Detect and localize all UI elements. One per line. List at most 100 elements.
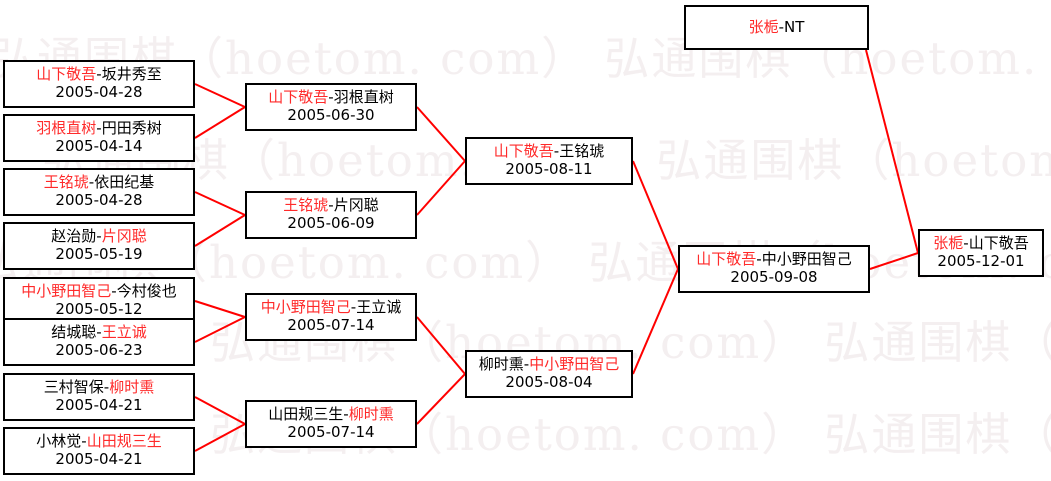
player-winner: 山下敬吾 bbox=[36, 65, 97, 84]
match-date: 2005-12-01 bbox=[937, 252, 1025, 270]
player-separator: - bbox=[103, 378, 110, 397]
player-loser: 赵治勋 bbox=[51, 227, 97, 246]
match-players: 山下敬吾-王铭琥 bbox=[494, 142, 605, 161]
player-winner: 王铭琥 bbox=[43, 173, 89, 192]
player-loser: 三村智保 bbox=[43, 378, 104, 397]
match-date: 2005-04-14 bbox=[55, 137, 143, 155]
player-separator: - bbox=[111, 282, 117, 301]
match-players: 王铭琥-片冈聪 bbox=[283, 196, 378, 215]
bracket-connector bbox=[194, 423, 246, 452]
player-loser: 羽根直树 bbox=[333, 88, 394, 107]
player-loser: 柳时熏 bbox=[478, 355, 524, 374]
player-winner: 片冈聪 bbox=[101, 227, 147, 246]
player-winner: 中小野田智己 bbox=[529, 355, 620, 374]
match-players: 张栀-NT bbox=[748, 17, 805, 37]
match-date: 2005-05-12 bbox=[55, 300, 143, 318]
player-separator: - bbox=[81, 432, 87, 451]
bracket-connector bbox=[416, 373, 466, 425]
bracket-connector bbox=[416, 160, 466, 216]
match-date: 2005-07-14 bbox=[287, 316, 375, 334]
match-date: 2005-06-30 bbox=[287, 106, 375, 124]
player-winner: 张栀 bbox=[748, 17, 779, 36]
player-winner: 山下敬吾 bbox=[268, 88, 329, 107]
bracket-connector bbox=[194, 316, 246, 343]
match-date: 2005-09-08 bbox=[730, 268, 818, 286]
match-date: 2005-08-11 bbox=[505, 160, 593, 178]
bracket-connector bbox=[632, 268, 679, 375]
player-separator: - bbox=[523, 355, 530, 374]
match-date: 2005-05-19 bbox=[55, 245, 143, 263]
player-winner: 柳时熏 bbox=[348, 405, 394, 424]
match-box[interactable]: 张栀-NT bbox=[684, 5, 869, 50]
match-players: 山下敬吾-坂井秀至 bbox=[36, 65, 162, 84]
player-winner: 羽根直树 bbox=[36, 119, 97, 138]
match-date: 2005-08-04 bbox=[505, 373, 593, 391]
match-players: 小林觉-山田规三生 bbox=[36, 432, 161, 451]
player-separator: - bbox=[553, 142, 560, 161]
match-players: 结城聪-王立诚 bbox=[51, 323, 147, 342]
match-date: 2005-04-28 bbox=[55, 191, 143, 209]
player-winner: 柳时熏 bbox=[109, 378, 155, 397]
match-date: 2005-06-09 bbox=[287, 214, 375, 232]
player-separator: - bbox=[343, 405, 349, 424]
bracket-connector bbox=[869, 252, 919, 270]
bracket-connector bbox=[632, 160, 679, 270]
match-date: 2005-04-21 bbox=[55, 396, 143, 414]
player-loser: 结城聪 bbox=[51, 323, 97, 342]
player-separator: - bbox=[96, 65, 102, 84]
bracket-connector bbox=[194, 300, 246, 318]
player-loser: 中小野田智己 bbox=[761, 250, 852, 269]
bracket-connector bbox=[194, 214, 246, 247]
player-separator: - bbox=[328, 196, 334, 215]
match-players: 山田规三生-柳时熏 bbox=[268, 405, 394, 424]
player-separator: - bbox=[778, 17, 785, 36]
player-separator: - bbox=[96, 323, 102, 342]
player-separator: - bbox=[96, 119, 102, 138]
match-players: 赵治勋-片冈聪 bbox=[51, 227, 147, 246]
player-separator: - bbox=[963, 234, 969, 253]
player-loser: 今村俊也 bbox=[116, 282, 177, 301]
player-separator: - bbox=[350, 298, 357, 317]
player-separator: - bbox=[96, 227, 102, 246]
player-loser: 王铭琥 bbox=[559, 142, 605, 161]
match-players: 山下敬吾-中小野田智己 bbox=[696, 250, 852, 269]
match-players: 山下敬吾-羽根直树 bbox=[268, 88, 394, 107]
match-date: 2005-04-21 bbox=[55, 450, 143, 468]
bracket-connector bbox=[416, 316, 466, 375]
player-loser: 依田纪基 bbox=[94, 173, 155, 192]
player-separator: - bbox=[328, 88, 334, 107]
bracket-connector bbox=[194, 83, 246, 108]
player-winner: 山下敬吾 bbox=[696, 250, 757, 269]
match-players: 中小野田智己-王立诚 bbox=[261, 298, 401, 317]
player-loser: 山田规三生 bbox=[268, 405, 344, 424]
match-date: 2005-07-14 bbox=[287, 423, 375, 441]
bracket-connector bbox=[194, 106, 246, 139]
match-players: 三村智保-柳时熏 bbox=[43, 378, 155, 397]
player-loser: 円田秀树 bbox=[101, 119, 162, 138]
player-separator: - bbox=[88, 173, 95, 192]
player-winner: 王铭琥 bbox=[283, 196, 329, 215]
player-winner: 王立诚 bbox=[101, 323, 147, 342]
player-winner: 张栀 bbox=[933, 234, 964, 253]
bracket-connector bbox=[194, 396, 246, 425]
player-winner: 中小野田智己 bbox=[21, 282, 112, 301]
player-loser: 坂井秀至 bbox=[101, 65, 162, 84]
bracket-connector bbox=[194, 191, 246, 216]
